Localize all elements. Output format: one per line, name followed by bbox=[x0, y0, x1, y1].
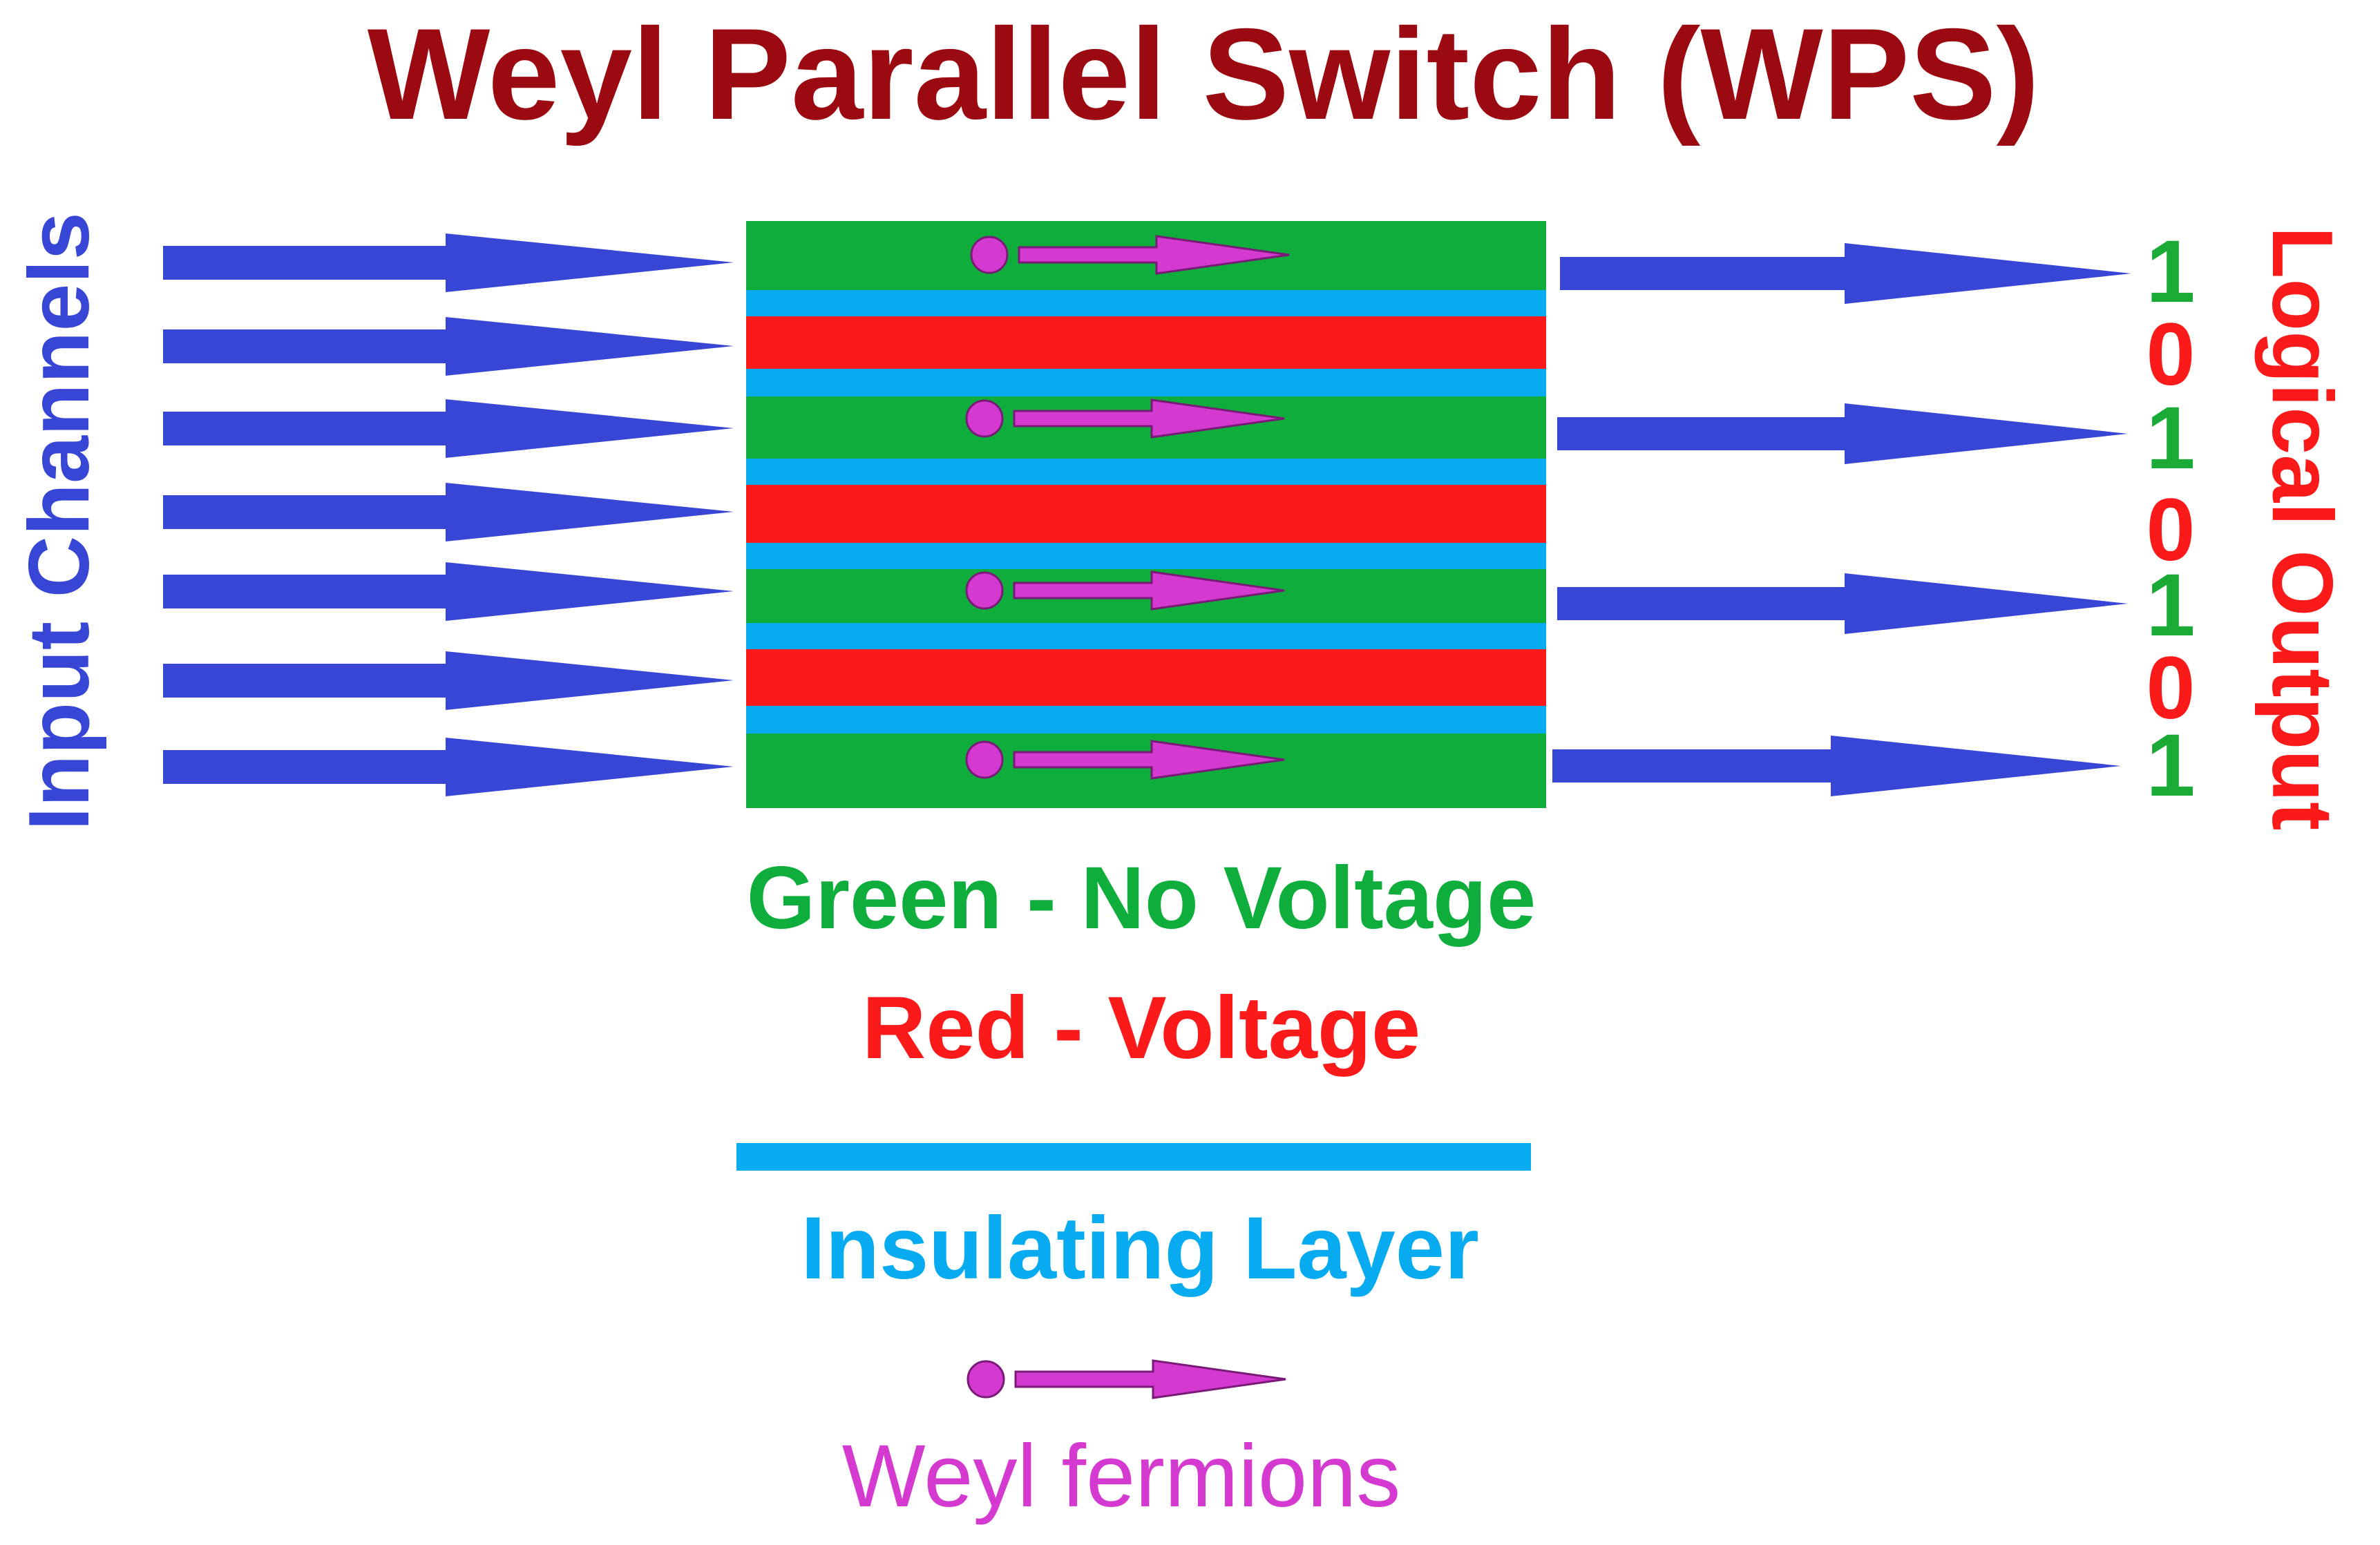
insulating-layer bbox=[746, 623, 1546, 649]
output-arrow-icon bbox=[1552, 736, 2121, 796]
input-arrow-icon bbox=[163, 651, 734, 710]
switch-body bbox=[746, 221, 1546, 808]
fermion-arrow-icon bbox=[967, 1359, 1286, 1399]
output-arrow-icon bbox=[1557, 573, 2128, 634]
output-arrows bbox=[1552, 243, 2131, 796]
input-arrows bbox=[163, 233, 734, 796]
red-layer bbox=[746, 316, 1546, 369]
logical-output-label: Logical Output bbox=[2254, 227, 2350, 831]
output-bit-zero: 0 bbox=[2146, 305, 2195, 404]
legend-green-label: Green - No Voltage bbox=[747, 849, 1536, 948]
green-layer bbox=[746, 396, 1546, 459]
red-layer bbox=[746, 649, 1546, 706]
output-bit-one: 1 bbox=[2146, 556, 2195, 655]
input-arrow-icon bbox=[163, 317, 734, 376]
output-bits: 1 0 1 0 1 0 1 bbox=[2146, 222, 2195, 815]
green-layer bbox=[746, 733, 1546, 808]
input-arrow-icon bbox=[163, 483, 734, 541]
fermion-arrow-icon bbox=[965, 740, 1285, 780]
input-arrow-icon bbox=[163, 399, 734, 458]
input-arrow-icon bbox=[163, 562, 734, 621]
fermion-arrow-icon bbox=[965, 570, 1285, 611]
fermion-arrow-icon bbox=[965, 399, 1285, 439]
insulating-layer-swatch bbox=[736, 1143, 1531, 1171]
output-bit-one: 1 bbox=[2146, 716, 2195, 815]
insulating-layer bbox=[746, 706, 1546, 733]
output-arrow-icon bbox=[1557, 403, 2128, 464]
insulating-layer bbox=[746, 459, 1546, 485]
input-arrow-icon bbox=[163, 233, 734, 292]
legend-insulating-label: Insulating Layer bbox=[801, 1199, 1479, 1298]
legend-fermions-label: Weyl fermions bbox=[842, 1427, 1401, 1526]
red-layer bbox=[746, 485, 1546, 543]
legend-red-label: Red - Voltage bbox=[862, 979, 1420, 1077]
input-arrow-icon bbox=[163, 738, 734, 796]
fermion-arrow-icon bbox=[970, 235, 1290, 275]
fermions-in-switch bbox=[965, 235, 1290, 780]
insulating-layer bbox=[746, 543, 1546, 569]
output-bit-one: 1 bbox=[2146, 222, 2195, 321]
insulating-layer bbox=[746, 369, 1546, 396]
output-arrow-icon bbox=[1560, 243, 2131, 304]
output-bit-zero: 0 bbox=[2146, 639, 2195, 738]
output-bit-zero: 0 bbox=[2146, 481, 2195, 579]
input-channels-label: Input Channels bbox=[12, 212, 107, 831]
legend: Green - No Voltage Red - Voltage Insulat… bbox=[736, 849, 1536, 1526]
insulating-layer bbox=[746, 290, 1546, 316]
diagram-title: Weyl Parallel Switch (WPS) bbox=[368, 1, 2039, 146]
output-bit-one: 1 bbox=[2146, 389, 2195, 488]
